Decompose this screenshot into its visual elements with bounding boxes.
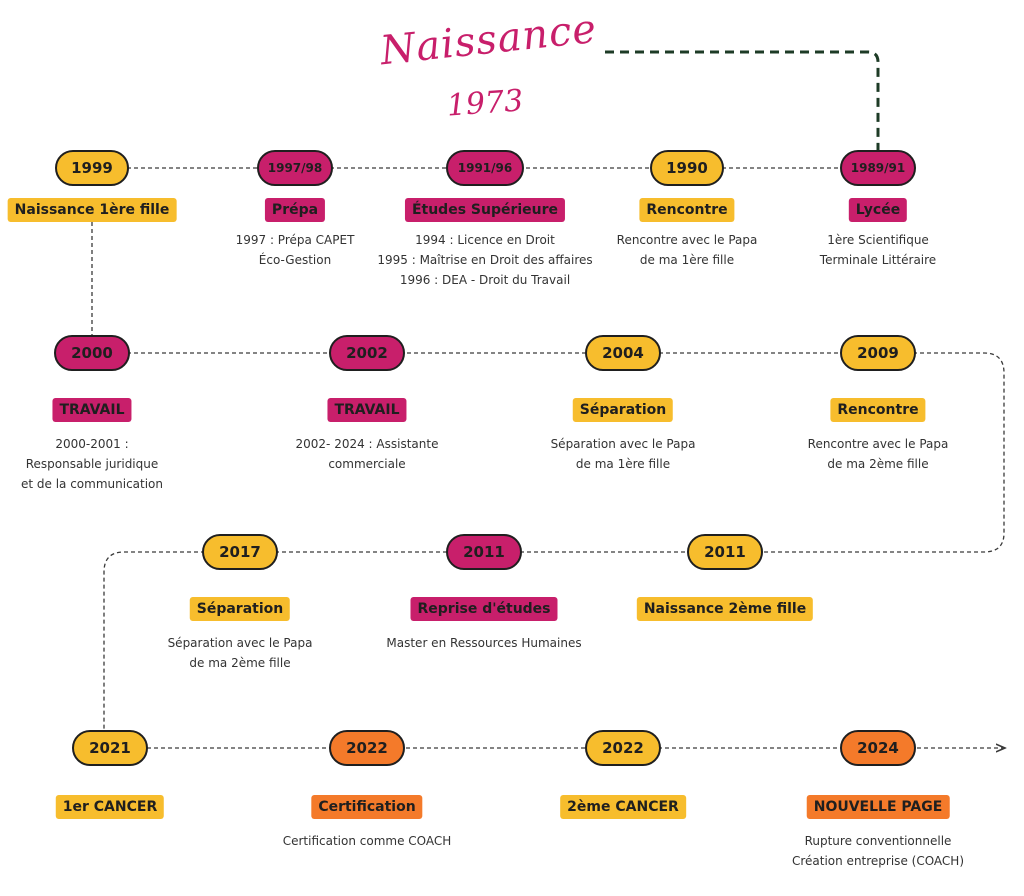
description-line: Terminale Littéraire (819, 253, 937, 267)
year-badge: 2000 (54, 335, 130, 371)
year-badge: 1991/96 (446, 150, 524, 186)
event-label: Rencontre (639, 198, 735, 222)
description-line: Master en Ressources Humaines (386, 636, 582, 650)
description-line: 2002- 2024 : Assistante (295, 437, 439, 451)
description-line: Rupture conventionnelle (804, 834, 952, 848)
event-label: TRAVAIL (327, 398, 407, 422)
description-line: 2000-2001 : (55, 437, 129, 451)
description-line: Création entreprise (COACH) (791, 854, 965, 868)
event-description: Rencontre avec le Papa de ma 1ère fille (557, 230, 817, 270)
description-line: Rencontre avec le Papa (807, 437, 949, 451)
description-line: Éco-Gestion (258, 253, 332, 267)
event-description: Séparation avec le Papa de ma 2ème fille (110, 633, 370, 673)
year-badge: 2011 (446, 534, 522, 570)
event-description: 2002- 2024 : Assistante commerciale (237, 434, 497, 474)
event-label: Séparation (189, 597, 291, 621)
description-line: de ma 2ème fille (827, 457, 929, 471)
description-line: Séparation avec le Papa (550, 437, 696, 451)
event-label: Certification (311, 795, 423, 819)
description-line: commerciale (328, 457, 406, 471)
event-label: Prépa (264, 198, 326, 222)
year-badge: 1997/98 (257, 150, 333, 186)
event-description: 1994 : Licence en Droit 1995 : Maîtrise e… (355, 230, 615, 290)
description-line: Rencontre avec le Papa (616, 233, 758, 247)
event-label: Séparation (572, 398, 674, 422)
event-label: Études Supérieure (404, 198, 566, 222)
year-badge: 2024 (840, 730, 916, 766)
event-label: TRAVAIL (52, 398, 132, 422)
event-label: Lycée (848, 198, 908, 222)
description-line: 1996 : DEA - Droit du Travail (399, 273, 571, 287)
description-line: 1994 : Licence en Droit (415, 233, 555, 247)
description-line: de ma 1ère fille (639, 253, 735, 267)
event-label: Rencontre (830, 398, 926, 422)
row3-row4-curve (103, 551, 240, 735)
description-line: de ma 1ère fille (575, 457, 671, 471)
year-badge: 2011 (687, 534, 763, 570)
description-line: 1997 : Prépa CAPET (235, 233, 355, 247)
event-description: Certification comme COACH (237, 831, 497, 851)
description-line: 1ère Scientifique (827, 233, 929, 247)
description-line: Responsable juridique (25, 457, 159, 471)
year-badge: 2009 (840, 335, 916, 371)
year-badge: 2022 (585, 730, 661, 766)
year-badge: 2004 (585, 335, 661, 371)
event-description: 1997 : Prépa CAPET Éco-Gestion (165, 230, 425, 270)
event-label: Naissance 2ème fille (636, 597, 814, 621)
year-badge: 2022 (329, 730, 405, 766)
description-line: de ma 2ème fille (189, 656, 291, 670)
description-line: 1995 : Maîtrise en Droit des affaires (377, 253, 593, 267)
year-badge: 2021 (72, 730, 148, 766)
event-label: Naissance 1ère fille (7, 198, 177, 222)
row2-row3-curve (725, 352, 1005, 553)
year-badge: 2002 (329, 335, 405, 371)
event-description: Séparation avec le Papa de ma 1ère fille (493, 434, 753, 474)
year-badge: 1999 (55, 150, 129, 186)
description-line: Séparation avec le Papa (167, 636, 313, 650)
event-description: Rencontre avec le Papa de ma 2ème fille (748, 434, 1008, 474)
event-label: Reprise d'études (410, 597, 558, 621)
event-label: 2ème CANCER (560, 795, 686, 819)
event-label: 1er CANCER (55, 795, 165, 819)
description-line: et de la communication (20, 477, 164, 491)
birth-connector (605, 50, 880, 150)
year-badge: 1990 (650, 150, 724, 186)
year-badge: 1989/91 (840, 150, 916, 186)
event-description: 2000-2001 : Responsable juridique et de la… (0, 434, 222, 494)
year-badge: 2017 (202, 534, 278, 570)
description-line: Certification comme COACH (282, 834, 452, 848)
event-label: NOUVELLE PAGE (806, 795, 950, 819)
event-description: Master en Ressources Humaines (354, 633, 614, 653)
